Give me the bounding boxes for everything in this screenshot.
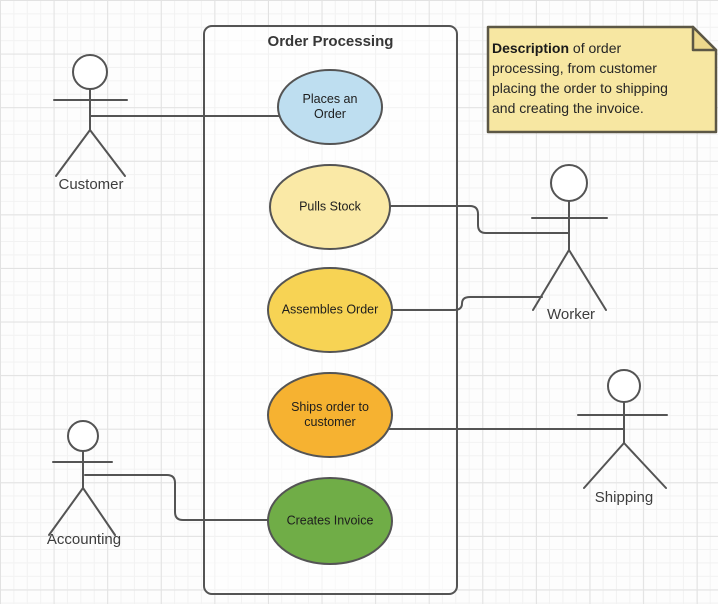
actor-label-customer: Customer xyxy=(58,176,124,193)
actor-legs xyxy=(532,249,607,311)
use-case-pulls-stock[interactable] xyxy=(269,164,391,250)
use-case-label-creates-invoice: Creates Invoice xyxy=(286,513,374,528)
use-case-assembles-order[interactable] xyxy=(267,267,393,353)
actor-worker-figure[interactable] xyxy=(531,164,608,311)
note-text: Description of order processing, from cu… xyxy=(492,38,692,118)
use-case-ships-order[interactable] xyxy=(267,372,393,458)
actor-legs xyxy=(48,487,116,536)
actor-shipping-figure[interactable] xyxy=(577,369,668,489)
note-text-body: of order processing, from customer placi… xyxy=(492,40,668,116)
note-shape[interactable] xyxy=(486,25,718,134)
actor-head xyxy=(607,369,641,403)
actor-legs xyxy=(583,442,667,489)
note-folded-corner-icon xyxy=(691,25,718,52)
use-case-creates-invoice[interactable] xyxy=(267,477,393,565)
actor-head xyxy=(67,420,99,452)
use-case-label-pulls-stock: Pulls Stock xyxy=(299,199,361,214)
use-case-label-ships-order: Ships order to customer xyxy=(291,400,369,429)
actor-label-shipping: Shipping xyxy=(594,489,654,506)
actor-label-accounting: Accounting xyxy=(46,531,122,548)
actor-label-worker: Worker xyxy=(546,306,596,323)
connector-accounting-creates-invoice[interactable] xyxy=(84,474,269,521)
actor-legs xyxy=(55,129,126,177)
note-body xyxy=(486,25,718,134)
actor-head xyxy=(72,54,108,90)
use-case-label-assembles-order: Assembles Order xyxy=(281,302,379,317)
use-case-places-order[interactable] xyxy=(277,69,383,145)
actor-accounting-figure[interactable] xyxy=(48,420,116,536)
note-text-bold: Description xyxy=(492,40,570,56)
connector-pulls-stock-worker[interactable] xyxy=(390,205,569,234)
system-boundary-title: Order Processing xyxy=(267,33,394,50)
actor-customer-figure[interactable] xyxy=(53,54,128,177)
use-case-label-places-order: Places an Order xyxy=(302,92,358,121)
connector-assembles-order-worker[interactable] xyxy=(391,296,543,311)
actor-head xyxy=(550,164,588,202)
